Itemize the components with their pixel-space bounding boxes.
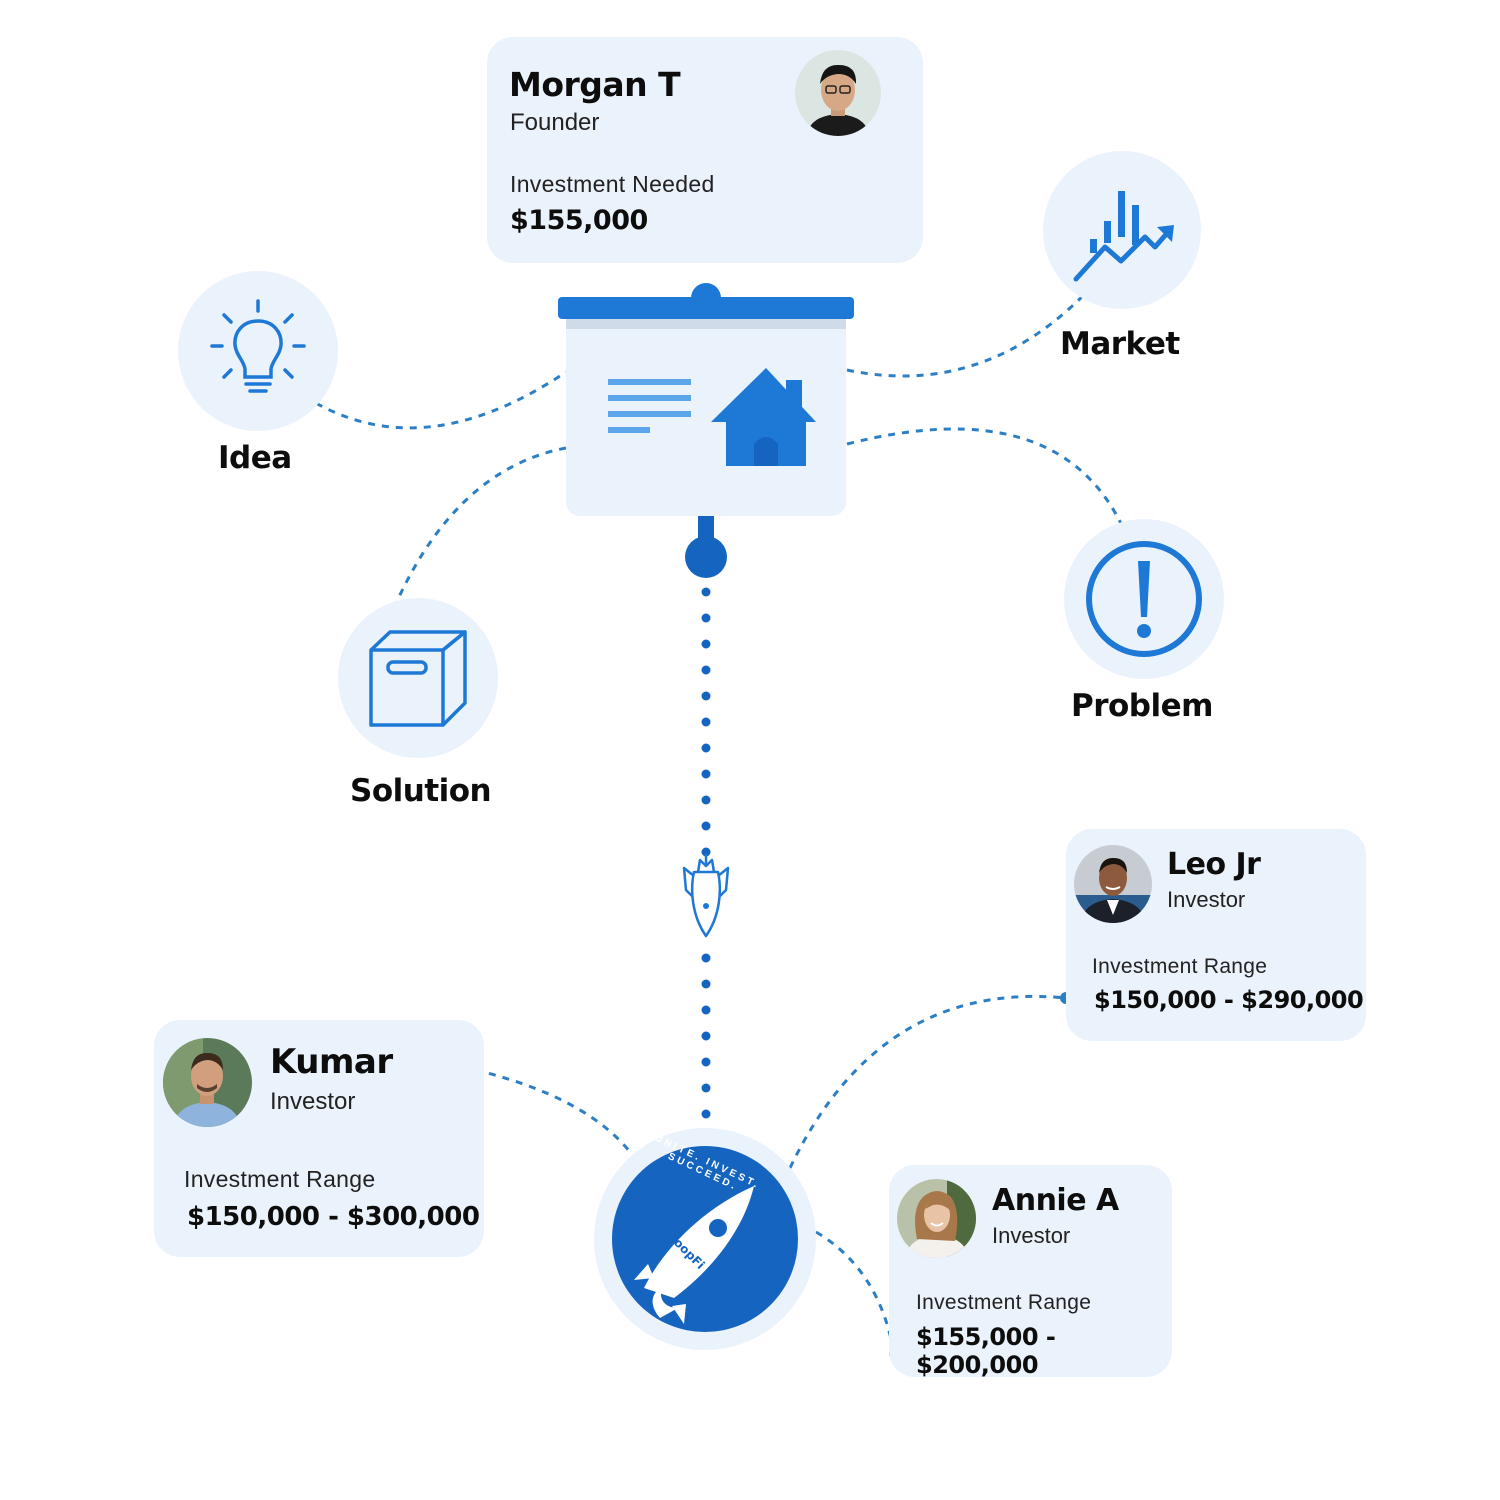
founder-role: Founder <box>510 109 600 136</box>
leo-range-value: $150,000 - $290,000 <box>1094 986 1364 1014</box>
leo-role: Investor <box>1167 887 1246 912</box>
investor-card-leo[interactable]: Leo Jr Investor Investment Range $150,00… <box>1066 829 1366 1041</box>
annie-range-label: Investment Range <box>916 1291 1092 1314</box>
idea-node[interactable] <box>178 271 338 431</box>
logo-badge: LoopFi UNITE. INVEST. SUCCEED. <box>594 1128 816 1350</box>
annie-role: Investor <box>992 1223 1071 1248</box>
idea-connector <box>303 370 567 430</box>
rocket-marker <box>680 850 732 940</box>
founder-name: Morgan T <box>509 65 681 104</box>
market-connector <box>846 278 1100 378</box>
presentation-board <box>556 282 856 582</box>
growth-chart-icon <box>1073 191 1174 282</box>
annie-name: Annie A <box>992 1183 1119 1218</box>
annie-range-value: $155,000 - $200,000 <box>916 1323 1056 1379</box>
solution-node[interactable] <box>338 598 498 758</box>
leo-range-label: Investment Range <box>1092 955 1268 978</box>
box-icon <box>369 630 467 727</box>
vertical-dotted-line <box>701 587 711 1119</box>
solution-label: Solution <box>350 773 492 809</box>
market-node[interactable] <box>1043 151 1201 309</box>
annie-connector <box>815 1230 896 1355</box>
market-label: Market <box>1060 326 1180 362</box>
idea-label: Idea <box>218 440 292 476</box>
loopfi-logo-icon <box>612 1146 798 1332</box>
founder-avatar <box>795 50 881 136</box>
investor-card-kumar[interactable]: Kumar Investor Investment Range $150,000… <box>154 1020 484 1257</box>
kumar-range-label: Investment Range <box>184 1166 376 1192</box>
problem-label: Problem <box>1071 688 1213 724</box>
lightbulb-icon <box>210 299 306 393</box>
presentation-board-icon <box>558 283 854 578</box>
annie-avatar <box>897 1179 976 1258</box>
kumar-range-value: $150,000 - $300,000 <box>187 1202 480 1232</box>
leo-name: Leo Jr <box>1167 847 1261 882</box>
investment-needed-value: $155,000 <box>510 205 648 236</box>
leo-avatar <box>1074 845 1152 923</box>
kumar-name: Kumar <box>270 1042 393 1082</box>
founder-card[interactable]: Morgan T Founder Investment Needed $155,… <box>487 37 923 263</box>
solution-connector <box>386 446 567 623</box>
investor-card-annie[interactable]: Annie A Investor Investment Range $155,0… <box>889 1165 1172 1379</box>
kumar-avatar <box>163 1038 252 1127</box>
problem-connector <box>846 427 1126 531</box>
investment-needed-label: Investment Needed <box>510 171 715 197</box>
problem-node[interactable] <box>1064 519 1224 679</box>
leo-connector <box>788 994 1067 1169</box>
exclamation-icon <box>1086 541 1202 657</box>
rocket-icon <box>682 854 730 938</box>
kumar-role: Investor <box>270 1088 356 1115</box>
